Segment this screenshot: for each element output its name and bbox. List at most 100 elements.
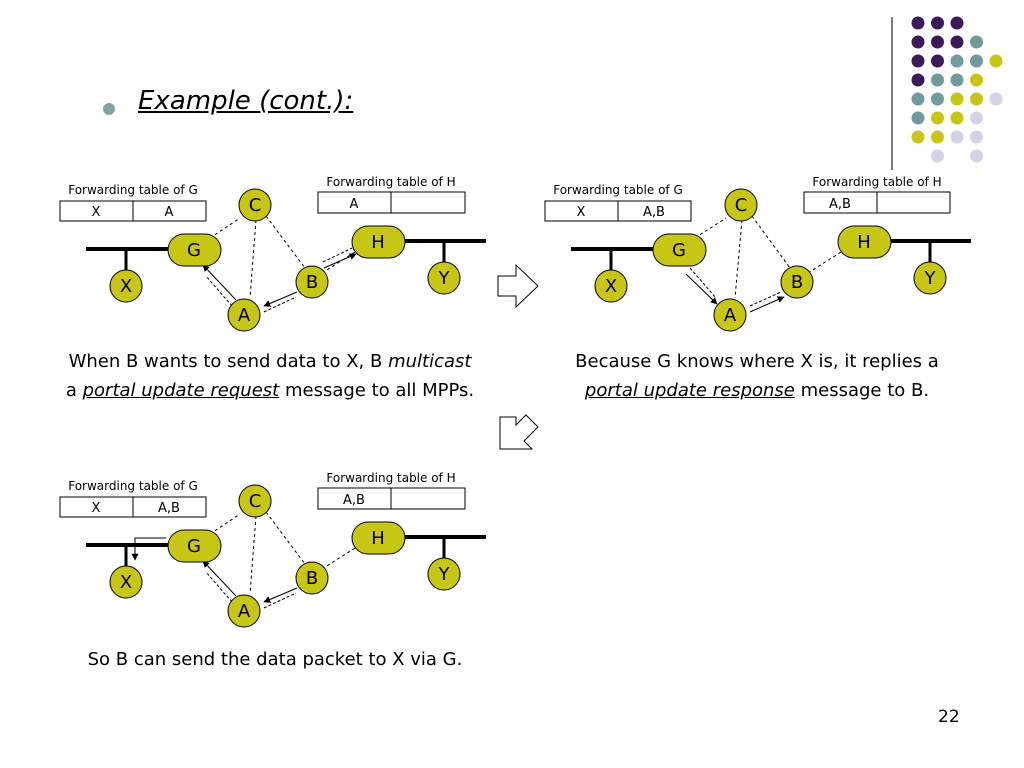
node-x-label: X xyxy=(605,276,617,297)
caption-text: So B can send the data packet to X via G… xyxy=(87,649,463,670)
table-h-key: A,B xyxy=(829,197,851,212)
panel-3: Forwarding table of G X A,B Forwarding t… xyxy=(59,471,486,628)
node-a-label: A xyxy=(724,305,737,326)
caption-text: When B wants to send data to X, B xyxy=(68,351,389,372)
node-y xyxy=(427,261,461,295)
node-b-label: B xyxy=(306,272,318,293)
table-g-title: Forwarding table of G xyxy=(68,479,198,493)
node-h xyxy=(837,225,892,259)
panel-1: Forwarding table of G X A Forwarding tab… xyxy=(59,175,486,332)
node-h xyxy=(351,521,406,555)
node-c-label: C xyxy=(249,491,262,512)
node-b xyxy=(780,265,814,299)
table-g-key: X xyxy=(92,501,101,516)
slide-title: Example (cont.): xyxy=(138,86,354,116)
decorative-dot xyxy=(950,92,964,106)
node-h-label: H xyxy=(371,232,385,253)
decorative-dot xyxy=(950,130,964,144)
node-a xyxy=(713,298,747,332)
caption-text: message to B. xyxy=(794,380,930,401)
decorative-dot xyxy=(950,35,964,49)
arrow-g-to-x xyxy=(131,537,166,561)
arrow-a-to-g xyxy=(202,560,237,597)
panel-2: Forwarding table of G X A,B Forwarding t… xyxy=(544,175,971,332)
arrow-b-to-a xyxy=(263,291,298,307)
table-h-title: Forwarding table of H xyxy=(326,175,455,189)
node-x-label: X xyxy=(120,276,132,297)
node-g-label: G xyxy=(187,240,201,261)
node-y-label: Y xyxy=(438,268,451,289)
table-g-value: A,B xyxy=(158,501,180,516)
decorative-dot xyxy=(950,16,964,30)
bullet-icon xyxy=(103,103,115,115)
table-g-title: Forwarding table of G xyxy=(553,183,683,197)
table-h-title: Forwarding table of H xyxy=(326,471,455,485)
decorative-dot xyxy=(931,149,944,163)
caption-term: portal update request xyxy=(82,380,280,401)
decorative-dot xyxy=(950,111,964,125)
node-a-label: A xyxy=(238,601,251,622)
caption-text: message to all MPPs. xyxy=(279,380,475,401)
node-a xyxy=(227,594,261,628)
decorative-dot xyxy=(911,92,925,106)
decorative-dot xyxy=(911,54,925,68)
node-h xyxy=(351,225,406,259)
decorative-dot xyxy=(970,149,983,163)
decorative-dot xyxy=(931,130,944,144)
node-b-label: B xyxy=(791,272,803,293)
node-x-label: X xyxy=(120,572,132,593)
decorative-dot xyxy=(989,92,1003,106)
decorative-dot xyxy=(931,16,944,30)
decorative-dot xyxy=(970,92,983,106)
decorative-dot xyxy=(970,111,983,125)
arrow-b-to-a xyxy=(263,587,298,603)
caption-term: portal update response xyxy=(584,380,795,401)
node-g-label: G xyxy=(187,536,201,557)
dashed-links xyxy=(694,215,842,299)
decorative-dot xyxy=(931,92,944,106)
node-a xyxy=(227,298,261,332)
caption-panel-2: Because G knows where X is, it replies a… xyxy=(512,347,1002,405)
table-h-title: Forwarding table of H xyxy=(812,175,941,189)
node-c xyxy=(238,484,272,518)
node-h-label: H xyxy=(857,232,871,253)
decorative-dot xyxy=(931,35,944,49)
table-g-key: X xyxy=(92,205,101,220)
dashed-links xyxy=(209,511,356,595)
node-c xyxy=(238,188,272,222)
node-y-label: Y xyxy=(924,268,937,289)
decorative-dot-grid xyxy=(891,16,1003,170)
decorative-dot xyxy=(911,35,925,49)
arrow-a-to-b xyxy=(749,296,785,313)
right-arrow-icon xyxy=(497,263,539,309)
decorative-dot xyxy=(950,73,964,87)
node-a-label: A xyxy=(238,305,251,326)
decorative-dot xyxy=(931,54,944,68)
node-g xyxy=(167,529,222,563)
node-b xyxy=(295,561,329,595)
decorative-dot xyxy=(950,54,964,68)
table-g-title: Forwarding table of G xyxy=(68,183,198,197)
arrow-a-to-g xyxy=(202,264,237,301)
caption-panel-3: So B can send the data packet to X via G… xyxy=(30,645,520,674)
node-g xyxy=(652,233,707,267)
node-x xyxy=(109,269,143,303)
caption-text: a xyxy=(65,380,83,401)
decorative-dot xyxy=(911,130,925,144)
node-c-label: C xyxy=(735,195,748,216)
decorative-dot xyxy=(911,111,925,125)
arrow-g-to-a xyxy=(685,273,718,305)
node-y xyxy=(427,557,461,591)
caption-panel-1: When B wants to send data to X, B multic… xyxy=(30,347,510,405)
decorative-dot xyxy=(970,54,983,68)
decorative-dot xyxy=(970,73,983,87)
node-x xyxy=(109,565,143,599)
table-g-key: X xyxy=(577,205,586,220)
decorative-dot xyxy=(911,73,925,87)
table-h-key: A,B xyxy=(343,493,365,508)
node-y-label: Y xyxy=(438,564,451,585)
caption-emphasis: multicast xyxy=(388,351,472,372)
table-h-key: A xyxy=(350,197,359,212)
node-y xyxy=(913,261,947,295)
